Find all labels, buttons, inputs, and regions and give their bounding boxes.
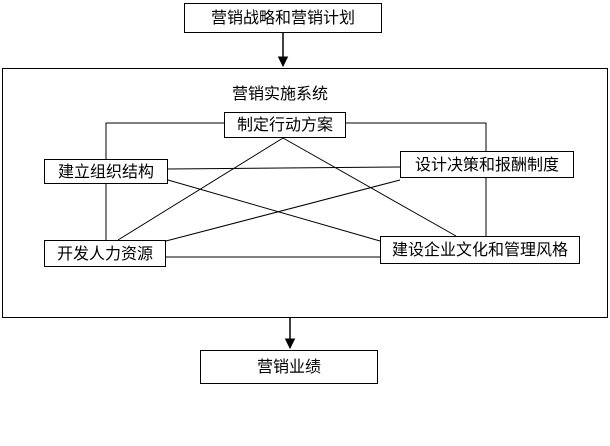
decision-reward-box: 设计决策和报酬制度: [400, 151, 574, 178]
link-action-culture: [282, 137, 457, 237]
performance-box: 营销业绩: [200, 350, 378, 384]
link-top-left: [105, 122, 224, 159]
organization-box: 建立组织结构: [44, 159, 168, 184]
action-plan-box: 制定行动方案: [224, 112, 346, 138]
performance-label: 营销业绩: [256, 357, 321, 376]
action-plan-label: 制定行动方案: [236, 115, 333, 134]
link-org-decision: [167, 166, 401, 170]
link-org-culture: [167, 179, 381, 242]
culture-box: 建设企业文化和管理风格: [380, 236, 580, 264]
system-title: 营销实施系统: [232, 84, 329, 103]
hr-box: 开发人力资源: [44, 240, 166, 267]
organization-label: 建立组织结构: [57, 161, 154, 181]
link-top-right: [346, 122, 487, 151]
implementation-system-frame: [2, 68, 608, 318]
strategy-box: 营销战略和营销计划: [184, 3, 382, 33]
link-decision-hr: [165, 179, 401, 242]
hr-label: 开发人力资源: [56, 243, 153, 263]
strategy-label: 营销战略和营销计划: [210, 8, 355, 27]
decision-reward-label: 设计决策和报酬制度: [414, 154, 559, 174]
culture-label: 建设企业文化和管理风格: [391, 240, 568, 259]
